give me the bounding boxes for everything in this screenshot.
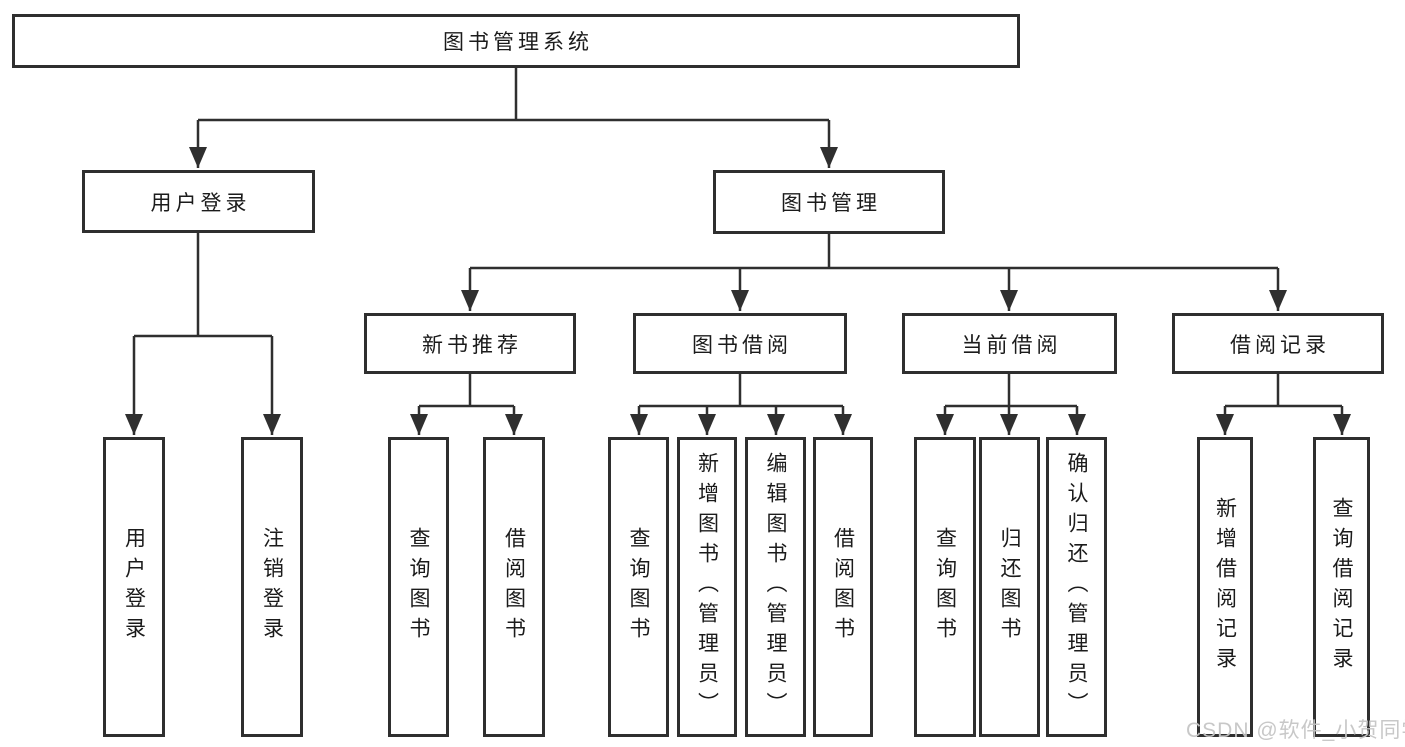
node-book-borrow: 图书借阅 — [633, 313, 847, 374]
connector-current-borrow-to-children — [936, 374, 1086, 435]
connector-new-book-recommend-to-children — [410, 374, 523, 435]
leaf-user-login: 用户登录 — [103, 437, 165, 737]
leaf-query-borrow-record: 查询借阅记录 — [1313, 437, 1370, 737]
leaf-confirm-return-admin: 确认归还（管理员） — [1046, 437, 1107, 737]
node-current-borrow: 当前借阅 — [902, 313, 1117, 374]
connector-book-borrow-to-children — [630, 374, 852, 435]
connector-borrow-records-to-children — [1216, 374, 1351, 435]
leaf-borrow-books-recommend: 借阅图书 — [483, 437, 545, 737]
node-new-book-recommend: 新书推荐 — [364, 313, 576, 374]
leaf-query-books-current: 查询图书 — [914, 437, 976, 737]
leaf-add-borrow-record: 新增借阅记录 — [1197, 437, 1253, 737]
node-user-login: 用户登录 — [82, 170, 315, 233]
leaf-query-books-borrow: 查询图书 — [608, 437, 669, 737]
node-borrow-records: 借阅记录 — [1172, 313, 1384, 374]
leaf-borrow-books: 借阅图书 — [813, 437, 873, 737]
node-library-system: 图书管理系统 — [12, 14, 1020, 68]
node-book-management: 图书管理 — [713, 170, 945, 234]
leaf-query-books-recommend: 查询图书 — [388, 437, 449, 737]
leaf-logout: 注销登录 — [241, 437, 303, 737]
leaf-add-books-admin: 新增图书（管理员） — [677, 437, 737, 737]
connector-book-management-to-level3 — [461, 234, 1287, 311]
leaf-edit-books-admin: 编辑图书（管理员） — [745, 437, 806, 737]
connector-root-to-level2 — [189, 68, 838, 168]
leaf-return-books: 归还图书 — [979, 437, 1040, 737]
connector-user-login-to-children — [125, 233, 281, 435]
